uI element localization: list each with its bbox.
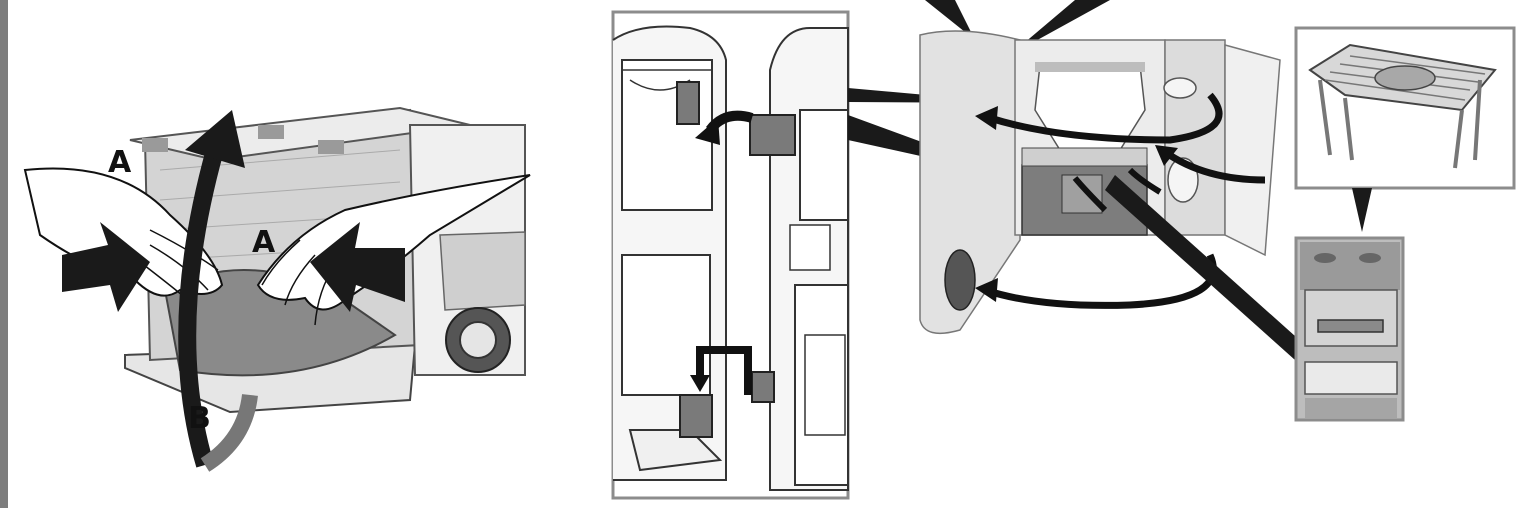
roof-bracket <box>142 138 168 152</box>
camper-window <box>439 231 526 311</box>
swing-arrow-right <box>1162 149 1266 184</box>
lower-hinge-tab <box>751 371 775 403</box>
pointer-wedge-rack <box>1352 188 1372 232</box>
grill-rack-inset <box>1294 26 1516 190</box>
swing-arrow-upper <box>988 92 1223 144</box>
hinge-arrow-lower <box>696 346 752 395</box>
oven-door <box>1304 361 1398 395</box>
push-arrow-left <box>62 222 150 312</box>
opened-camper-photo <box>919 30 1281 335</box>
hinge-detail-panel <box>611 10 850 500</box>
camper-wheel-hub <box>459 321 497 359</box>
roof-bracket <box>258 125 284 139</box>
tent-folding-illustration: A A B <box>23 106 531 472</box>
roof-bracket <box>318 140 344 154</box>
fold-arrow-b <box>178 147 224 468</box>
push-arrow-right <box>310 222 405 312</box>
swing-arrow-bottom <box>983 253 1217 309</box>
upper-hinge-tab <box>749 114 796 156</box>
label-a-right: A <box>252 225 276 260</box>
upper-hinge-socket <box>676 81 700 125</box>
oven-grill-rack <box>1317 319 1384 333</box>
lower-hinge-socket <box>679 394 713 438</box>
label-a-left: A <box>108 145 132 180</box>
oven-inset <box>1294 236 1405 422</box>
label-b: B <box>188 401 211 436</box>
page-edge-bar <box>0 0 8 508</box>
camper-front-wheel <box>944 249 976 311</box>
pointer-wedge-top-a <box>925 0 975 40</box>
grill-rack-legs <box>1318 79 1482 169</box>
pointer-wedge-oven <box>1105 175 1305 360</box>
fold-arrow-head <box>185 110 245 168</box>
